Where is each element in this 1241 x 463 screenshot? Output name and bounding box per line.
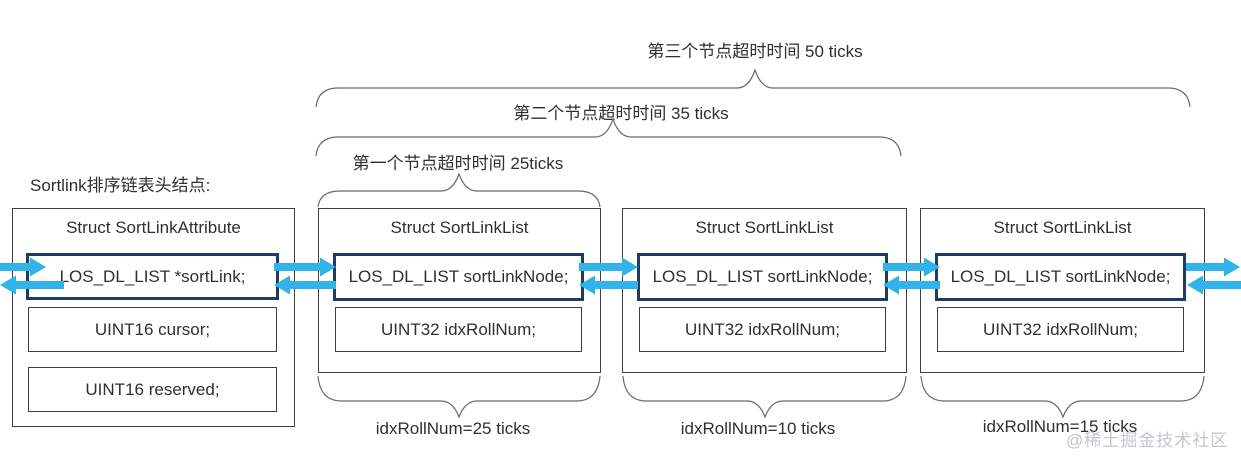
field-reserved: UINT16 reserved; <box>28 367 277 412</box>
struct-title: Struct SortLinkList <box>390 218 529 237</box>
rollnum-label-2: idxRollNum=10 ticks <box>680 419 836 438</box>
struct-title: Struct SortLinkList <box>993 218 1132 237</box>
timeout-label-1: 第一个节点超时时间 25ticks <box>352 154 564 173</box>
timeout-label-2: 第二个节点超时时间 35 ticks <box>513 104 729 123</box>
timeout-brace-1 <box>317 172 601 208</box>
field-sortlinknode: LOS_DL_LIST sortLinkNode; <box>935 253 1186 301</box>
timeout-brace-3 <box>315 68 1191 108</box>
field-sortlink-pointer: LOS_DL_LIST *sortLink; <box>26 253 279 300</box>
field-sortlinknode: LOS_DL_LIST sortLinkNode; <box>333 253 584 301</box>
watermark: @稀土掘金技术社区 <box>1066 431 1229 450</box>
head-node-label: Sortlink排序链表头结点: <box>30 176 211 195</box>
rollnum-label-3: idxRollNum=15 ticks <box>982 417 1138 436</box>
struct-box-sortlinklist-3: Struct SortLinkList LOS_DL_LIST sortLink… <box>920 208 1205 373</box>
field-sortlinknode: LOS_DL_LIST sortLinkNode; <box>637 253 888 301</box>
rollnum-brace-2 <box>622 375 907 419</box>
field-cursor: UINT16 cursor; <box>28 307 277 352</box>
rollnum-brace-3 <box>920 375 1205 419</box>
rollnum-brace-1 <box>317 375 601 419</box>
field-idxrollnum: UINT32 idxRollNum; <box>639 307 886 352</box>
struct-box-sortlinklist-1: Struct SortLinkList LOS_DL_LIST sortLink… <box>318 208 601 373</box>
struct-title: Struct SortLinkList <box>695 218 834 237</box>
struct-title: Struct SortLinkAttribute <box>66 218 241 237</box>
timeout-label-3: 第三个节点超时时间 50 ticks <box>647 42 863 61</box>
rollnum-label-1: idxRollNum=25 ticks <box>375 419 531 438</box>
field-idxrollnum: UINT32 idxRollNum; <box>335 307 582 352</box>
struct-box-sortlinklist-2: Struct SortLinkList LOS_DL_LIST sortLink… <box>622 208 907 373</box>
field-idxrollnum: UINT32 idxRollNum; <box>937 307 1184 352</box>
struct-box-sortlinkattribute: Struct SortLinkAttribute LOS_DL_LIST *so… <box>12 208 295 427</box>
